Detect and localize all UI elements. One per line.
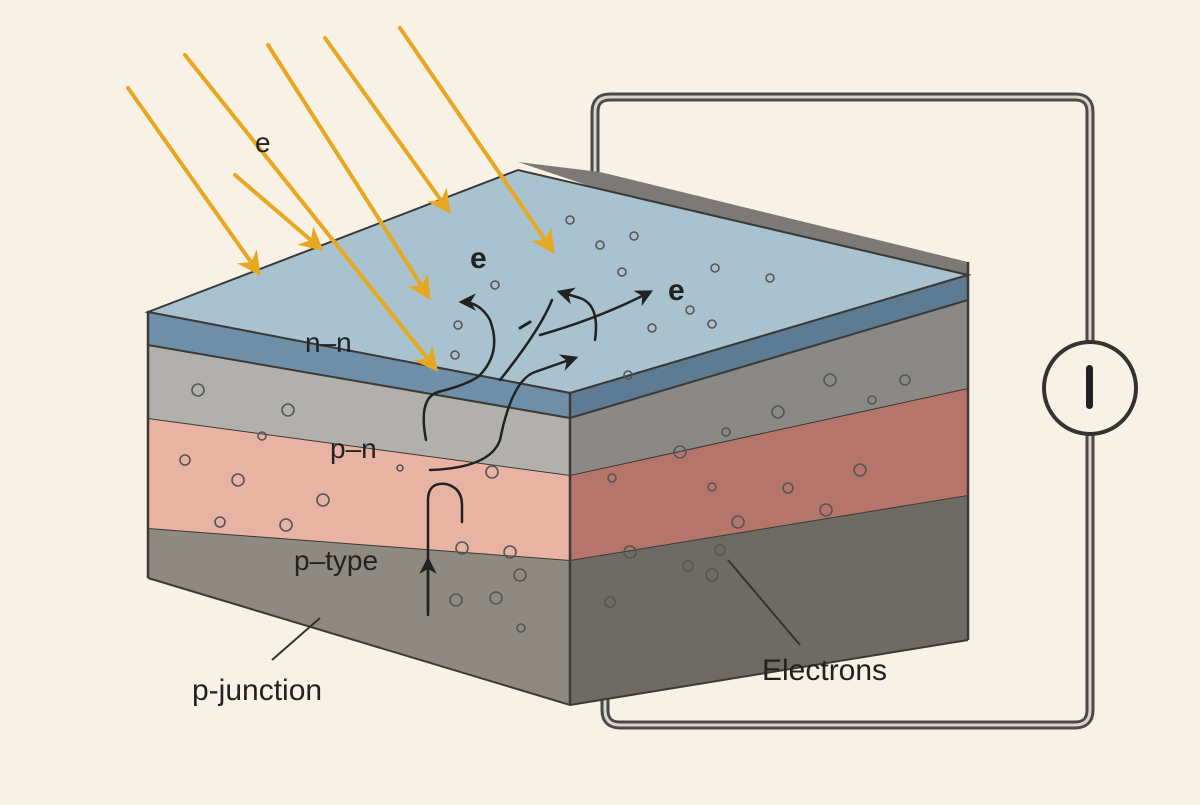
voltmeter-icon: [1042, 340, 1138, 436]
carrier-dots: [179, 215, 911, 633]
block-outline: [146, 262, 970, 705]
label-e-top: e: [255, 127, 271, 158]
label-pn-layer: p–n: [330, 433, 377, 464]
label-p-junction: p-junction: [192, 674, 322, 707]
label-p-type: p–type: [294, 545, 378, 576]
label-electrons: Electrons: [762, 654, 887, 687]
electron-paths: [419, 287, 654, 617]
label-n-layer: n–n: [305, 327, 352, 358]
label-e-surface: e: [470, 242, 487, 275]
leader-lines: [271, 559, 801, 661]
base-layer: [147, 494, 969, 707]
label-e-arrow: e: [668, 274, 685, 307]
sunlight-arrow-icon: [126, 26, 555, 372]
